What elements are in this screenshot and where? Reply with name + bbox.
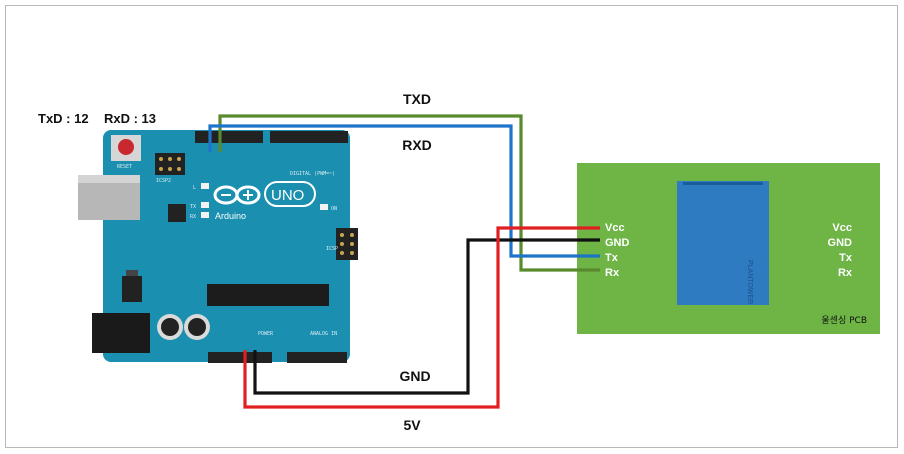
pin-left-tx: Tx: [605, 252, 619, 264]
5v-wire-label: 5V: [403, 417, 421, 433]
pin-left-gnd: GND: [605, 237, 630, 249]
pin-left-vcc: Vcc: [605, 222, 625, 234]
led-tx-label: TX: [190, 204, 196, 210]
arduino-board: RESET ICSP2 DIGITAL (PWM=~) L TX RX ON: [78, 130, 358, 363]
rxd-wire-label: RXD: [402, 137, 432, 153]
sensor-pcb: PLANTOWER Vcc GND Tx Rx Vcc GND Tx Rx 울센…: [577, 163, 880, 334]
reset-label: RESET: [117, 164, 132, 170]
power-header: [208, 352, 272, 363]
icsp2-header: [155, 153, 185, 175]
icsp2-label: ICSP2: [156, 178, 171, 184]
arduino-logo: [213, 181, 316, 207]
txd-wire-label: TXD: [403, 91, 431, 107]
led-tx: [201, 202, 209, 208]
power-jack: [92, 313, 150, 353]
pin-right-gnd: GND: [828, 237, 853, 249]
pin-left-rx: Rx: [605, 267, 620, 279]
diagram-frame: [5, 5, 898, 448]
led-rx-label: RX: [190, 214, 196, 220]
microcontroller: [207, 284, 329, 306]
pin-right-vcc: Vcc: [832, 222, 852, 234]
model-label: UNO: [271, 187, 304, 204]
sensor-module: [677, 181, 769, 305]
brand-label: Arduino: [215, 211, 246, 221]
capacitors: [157, 314, 210, 340]
chip-text: PLANTOWER: [746, 260, 753, 304]
digital-header-right: [270, 131, 348, 143]
pcb-label: 울센싱 PCB: [821, 315, 867, 326]
wire-rxd: [208, 124, 600, 258]
digital-header-left: [195, 131, 263, 143]
wire-5v: [243, 226, 600, 409]
usb-chip: [168, 204, 186, 222]
rxd-pin-note: RxD : 13: [104, 111, 156, 126]
gnd-wire-label: GND: [399, 368, 430, 384]
wire-txd: [218, 114, 600, 272]
led-on-label: ON: [331, 206, 337, 212]
pin-right-rx: Rx: [838, 267, 853, 279]
analog-label: ANALOG IN: [310, 331, 337, 337]
regulator: [122, 276, 142, 302]
power-label: POWER: [258, 331, 274, 337]
pin-right-tx: Tx: [839, 252, 853, 264]
led-rx: [201, 212, 209, 218]
led-l: [201, 183, 209, 189]
txd-pin-note: TxD : 12: [38, 111, 89, 126]
icsp-header: [336, 228, 358, 260]
led-l-label: L: [193, 185, 196, 191]
icsp-label: ICSP: [326, 246, 338, 252]
analog-header: [287, 352, 347, 363]
led-on: [320, 204, 328, 210]
wire-gnd: [253, 238, 600, 395]
digital-label: DIGITAL (PWM=~): [290, 171, 335, 177]
